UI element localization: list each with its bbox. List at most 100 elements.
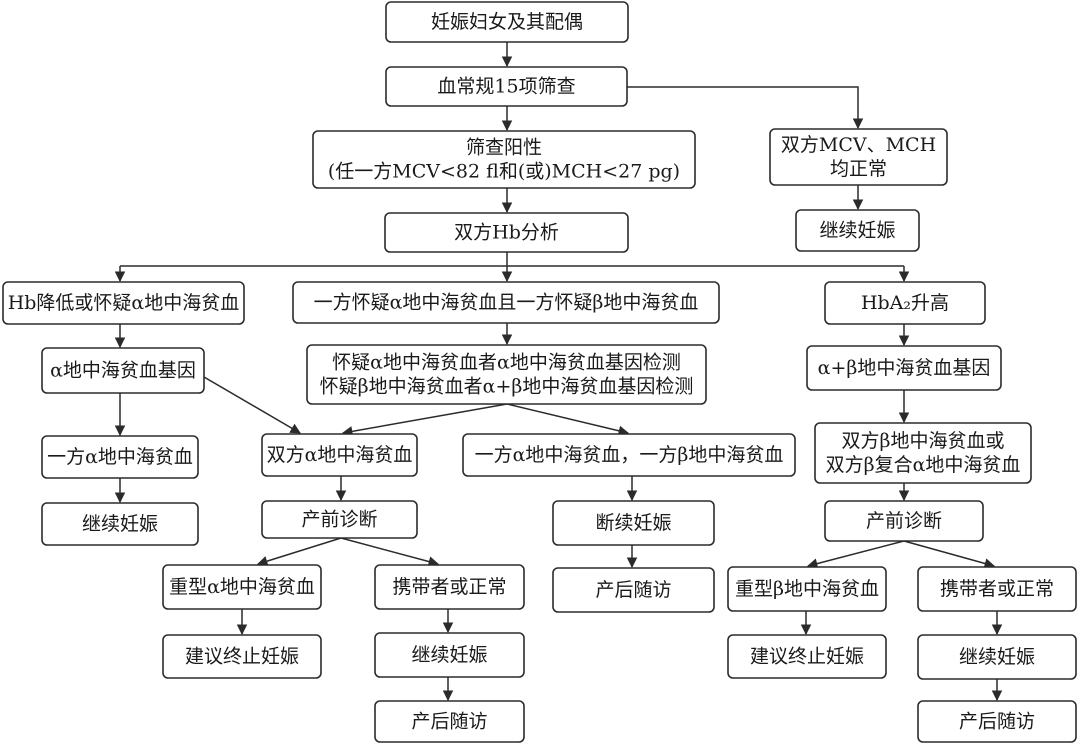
node-prenatal-mid: 产前诊断 <box>261 500 418 539</box>
node-followup-right: 产后随访 <box>917 700 1077 743</box>
node-one-a-one-b: 一方α地中海贫血，一方β地中海贫血 <box>462 433 796 477</box>
connectors <box>114 42 1003 702</box>
node-box <box>374 700 525 743</box>
node-box <box>727 634 887 679</box>
node-carrier-mid: 携带者或正常 <box>374 564 525 610</box>
node-terminate-right: 建议终止妊娠 <box>727 634 887 679</box>
node-label: 一方α地中海贫血 <box>47 446 193 468</box>
node-label: 血常规15项筛查 <box>437 76 575 98</box>
node-box <box>814 422 1032 484</box>
node-label: 产后随访 <box>959 711 1035 733</box>
node-label: 携带者或正常 <box>392 576 506 598</box>
node-box <box>306 344 707 405</box>
node-box <box>261 433 418 477</box>
node-box <box>41 347 205 394</box>
arrow-gene-tests-to-one-a-one-b <box>506 403 630 436</box>
node-box <box>462 433 796 477</box>
node-label: Hb降低或怀疑α地中海贫血 <box>8 292 240 314</box>
node-box <box>769 128 948 186</box>
node-label: α+β地中海贫血基因 <box>818 357 991 379</box>
node-label: 双方β地中海贫血或 <box>842 430 1005 452</box>
node-box <box>552 500 715 546</box>
node-one-alpha: 一方α地中海贫血 <box>41 435 199 479</box>
node-label: 双方β复合α地中海贫血 <box>826 454 1021 476</box>
node-label: HbA₂升高 <box>861 292 949 314</box>
node-continue-right: 继续妊娠 <box>917 634 1077 680</box>
node-box <box>292 281 720 324</box>
node-screen15: 血常规15项筛查 <box>385 66 628 107</box>
node-box <box>162 634 322 679</box>
node-followup-mid-right: 产后随访 <box>552 567 715 613</box>
node-label: 双方α地中海贫血 <box>267 444 413 466</box>
node-box <box>917 634 1077 680</box>
node-mixed-suspect: 一方怀疑α地中海贫血且一方怀疑β地中海贫血 <box>292 281 720 324</box>
node-hba2-high: HbA₂升高 <box>824 281 986 325</box>
node-box <box>374 632 525 678</box>
arrow-screen-to-both-normal <box>627 86 864 130</box>
arrow-prenatal-to-severe-beta <box>806 540 905 569</box>
node-box <box>917 566 1077 612</box>
node-positive: 筛查阳性(任一方MCV<82 fl和(或)MCH<27 pg) <box>312 130 696 189</box>
node-box <box>795 209 920 252</box>
node-box <box>385 1 629 43</box>
node-box <box>384 212 629 253</box>
node-discontinue: 断续妊娠 <box>552 500 715 546</box>
node-alpha-gene: α地中海贫血基因 <box>41 347 205 394</box>
node-continue-mid: 继续妊娠 <box>374 632 525 678</box>
node-severe-alpha: 重型α地中海贫血 <box>162 564 322 610</box>
node-label: 双方Hb分析 <box>454 222 559 244</box>
node-box <box>727 566 887 612</box>
node-label: 一方α地中海贫血，一方β地中海贫血 <box>475 444 784 466</box>
node-prenatal-right: 产前诊断 <box>824 500 984 542</box>
node-box <box>806 345 1002 391</box>
node-label: 一方怀疑α地中海贫血且一方怀疑β地中海贫血 <box>314 292 699 314</box>
arrow-gene-tests-to-both-alpha <box>341 403 508 437</box>
arrow-alpha-gene-to-both-alpha <box>203 376 301 434</box>
node-box <box>824 281 986 325</box>
node-label: 怀疑β地中海贫血者α+β地中海贫血基因检测 <box>320 376 694 398</box>
node-followup-mid: 产后随访 <box>374 700 525 743</box>
node-label: (任一方MCV<82 fl和(或)MCH<27 pg) <box>328 161 680 183</box>
node-continue-left: 继续妊娠 <box>41 502 199 546</box>
node-label: 继续妊娠 <box>819 220 895 242</box>
node-label: 携带者或正常 <box>940 578 1054 600</box>
node-carrier-right: 携带者或正常 <box>917 566 1077 612</box>
node-label: 怀疑α地中海贫血者α地中海贫血基因检测 <box>332 352 681 374</box>
node-label: 重型α地中海贫血 <box>169 576 315 598</box>
node-label: 继续妊娠 <box>82 513 158 535</box>
node-box <box>312 130 696 189</box>
node-hb-low: Hb降低或怀疑α地中海贫血 <box>2 281 245 325</box>
node-label: 产后随访 <box>411 711 487 733</box>
node-box <box>41 502 199 546</box>
node-label: 均正常 <box>830 158 887 180</box>
node-label: 产前诊断 <box>301 509 377 531</box>
node-label: 建议终止妊娠 <box>185 646 299 668</box>
node-box <box>2 281 245 325</box>
node-box <box>261 500 418 539</box>
node-hb-analysis: 双方Hb分析 <box>384 212 629 253</box>
node-both-alpha: 双方α地中海贫血 <box>261 433 418 477</box>
node-box <box>162 564 322 610</box>
node-box <box>41 435 199 479</box>
node-continue-top: 继续妊娠 <box>795 209 920 252</box>
node-label: 产后随访 <box>595 579 671 601</box>
node-label: 筛查阳性 <box>466 137 542 159</box>
arrow-prenatal-to-carrier-mid <box>340 537 440 567</box>
node-couple: 妊娠妇女及其配偶 <box>385 1 629 43</box>
node-label: 建议终止妊娠 <box>750 646 864 668</box>
arrow-prenatal-to-carrier-right <box>903 540 996 569</box>
node-ab-gene: α+β地中海贫血基因 <box>806 345 1002 391</box>
node-box <box>385 66 628 107</box>
node-label: 重型β地中海贫血 <box>735 578 879 600</box>
node-label: 继续妊娠 <box>411 644 487 666</box>
node-terminate-mid: 建议终止妊娠 <box>162 634 322 679</box>
node-box <box>824 500 984 542</box>
node-box <box>374 564 525 610</box>
node-label: α地中海贫血基因 <box>50 360 196 382</box>
node-box <box>552 567 715 613</box>
node-label: 妊娠妇女及其配偶 <box>431 11 583 33</box>
